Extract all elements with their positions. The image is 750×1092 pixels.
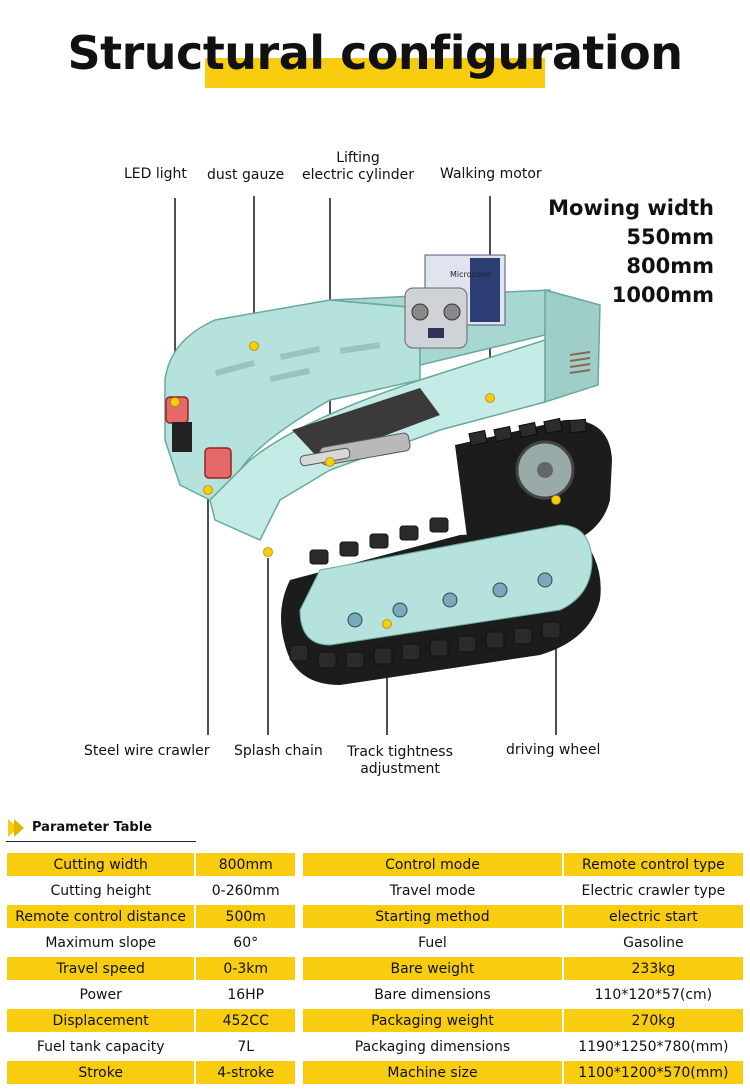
table-row: Stroke 4-stroke Machine size 1100*1200*5…: [7, 1061, 743, 1084]
track-right: [455, 417, 612, 560]
param-key: Packaging weight: [303, 1009, 562, 1032]
param-key: Cutting width: [7, 853, 195, 876]
param-key: Bare dimensions: [303, 983, 562, 1006]
param-key: Travel mode: [303, 879, 562, 902]
table-gap: [297, 905, 301, 928]
title-highlight-bar: [205, 58, 545, 88]
mower-illustration: Microzone: [164, 196, 612, 735]
param-key: Packaging dimensions: [303, 1035, 562, 1058]
label-track-line1: Track tightness: [347, 744, 453, 760]
mowing-width-800: 800mm: [626, 254, 714, 278]
label-steel-wire-crawler: Steel wire crawler: [84, 743, 210, 759]
label-lifting-line1: Lifting: [336, 150, 380, 166]
table-gap: [297, 1035, 301, 1058]
param-value: 16HP: [196, 983, 296, 1006]
label-splash-chain: Splash chain: [234, 743, 323, 759]
param-key: Bare weight: [303, 957, 562, 980]
table-gap: [297, 931, 301, 954]
label-track-tightness: Track tightness adjustment: [342, 744, 458, 778]
label-driving-wheel: driving wheel: [506, 742, 601, 758]
table-row: Fuel tank capacity 7L Packaging dimensio…: [7, 1035, 743, 1058]
table-gap: [297, 879, 301, 902]
param-key: Control mode: [303, 853, 562, 876]
param-key: Machine size: [303, 1061, 562, 1084]
label-track-line2: adjustment: [360, 761, 440, 777]
table-row: Displacement 452CC Packaging weight 270k…: [7, 1009, 743, 1032]
page-title: Structural configuration: [67, 26, 683, 80]
param-value: 233kg: [563, 957, 743, 980]
table-gap: [297, 1009, 301, 1032]
param-value: electric start: [563, 905, 743, 928]
label-led-light: LED light: [124, 166, 187, 182]
parameter-table-title: Parameter Table: [32, 820, 153, 835]
param-value: 270kg: [563, 1009, 743, 1032]
param-value: 0-260mm: [196, 879, 296, 902]
param-value: Gasoline: [563, 931, 743, 954]
label-lifting-cylinder: Lifting electric cylinder: [300, 150, 416, 184]
mowing-width-550: 550mm: [626, 225, 714, 249]
param-value: 452CC: [196, 1009, 296, 1032]
param-value: 1190*1250*780(mm): [563, 1035, 743, 1058]
param-value: 60°: [196, 931, 296, 954]
param-key: Cutting height: [7, 879, 195, 902]
param-value: 7L: [196, 1035, 296, 1058]
table-row: Cutting height 0-260mm Travel mode Elect…: [7, 879, 743, 902]
param-key: Fuel: [303, 931, 562, 954]
table-gap: [297, 853, 301, 876]
table-gap: [297, 957, 301, 980]
param-key: Maximum slope: [7, 931, 195, 954]
param-key: Starting method: [303, 905, 562, 928]
param-key: Displacement: [7, 1009, 195, 1032]
table-gap: [297, 1061, 301, 1084]
table-row: Cutting width 800mm Control mode Remote …: [7, 853, 743, 876]
param-key: Fuel tank capacity: [7, 1035, 195, 1058]
track-front: [281, 517, 601, 685]
mower-figure: Microzone LED light dust gauze Lifting e…: [0, 140, 750, 790]
table-gap: [297, 983, 301, 1006]
table-row: Power 16HP Bare dimensions 110*120*57(cm…: [7, 983, 743, 1006]
parameter-table-heading: Parameter Table: [6, 814, 196, 842]
mowing-width-1000: 1000mm: [611, 283, 714, 307]
mowing-width-block: Mowing width 550mm 800mm 1000mm: [548, 194, 714, 310]
param-value: 0-3km: [196, 957, 296, 980]
param-key: Stroke: [7, 1061, 195, 1084]
table-row: Remote control distance 500m Starting me…: [7, 905, 743, 928]
arrow-right-icon: [8, 819, 24, 837]
table-row: Travel speed 0-3km Bare weight 233kg: [7, 957, 743, 980]
param-value: 4-stroke: [196, 1061, 296, 1084]
remote-controller-image: Microzone: [404, 254, 506, 349]
param-value: Remote control type: [563, 853, 743, 876]
mowing-width-heading: Mowing width: [548, 196, 714, 220]
param-value: 1100*1200*570(mm): [563, 1061, 743, 1084]
parameter-table: Cutting width 800mm Control mode Remote …: [5, 850, 745, 1087]
table-row: Maximum slope 60° Fuel Gasoline: [7, 931, 743, 954]
param-value: Electric crawler type: [563, 879, 743, 902]
title-block: Structural configuration: [0, 26, 750, 96]
remote-brand-text: Microzone: [450, 270, 491, 279]
label-walking-motor: Walking motor: [440, 166, 542, 182]
callout-markers: [170, 341, 561, 629]
label-dust-gauze: dust gauze: [207, 167, 285, 183]
param-key: Power: [7, 983, 195, 1006]
param-value: 500m: [196, 905, 296, 928]
param-value: 110*120*57(cm): [563, 983, 743, 1006]
param-key: Remote control distance: [7, 905, 195, 928]
param-key: Travel speed: [7, 957, 195, 980]
label-lifting-line2: electric cylinder: [302, 167, 414, 183]
param-value: 800mm: [196, 853, 296, 876]
